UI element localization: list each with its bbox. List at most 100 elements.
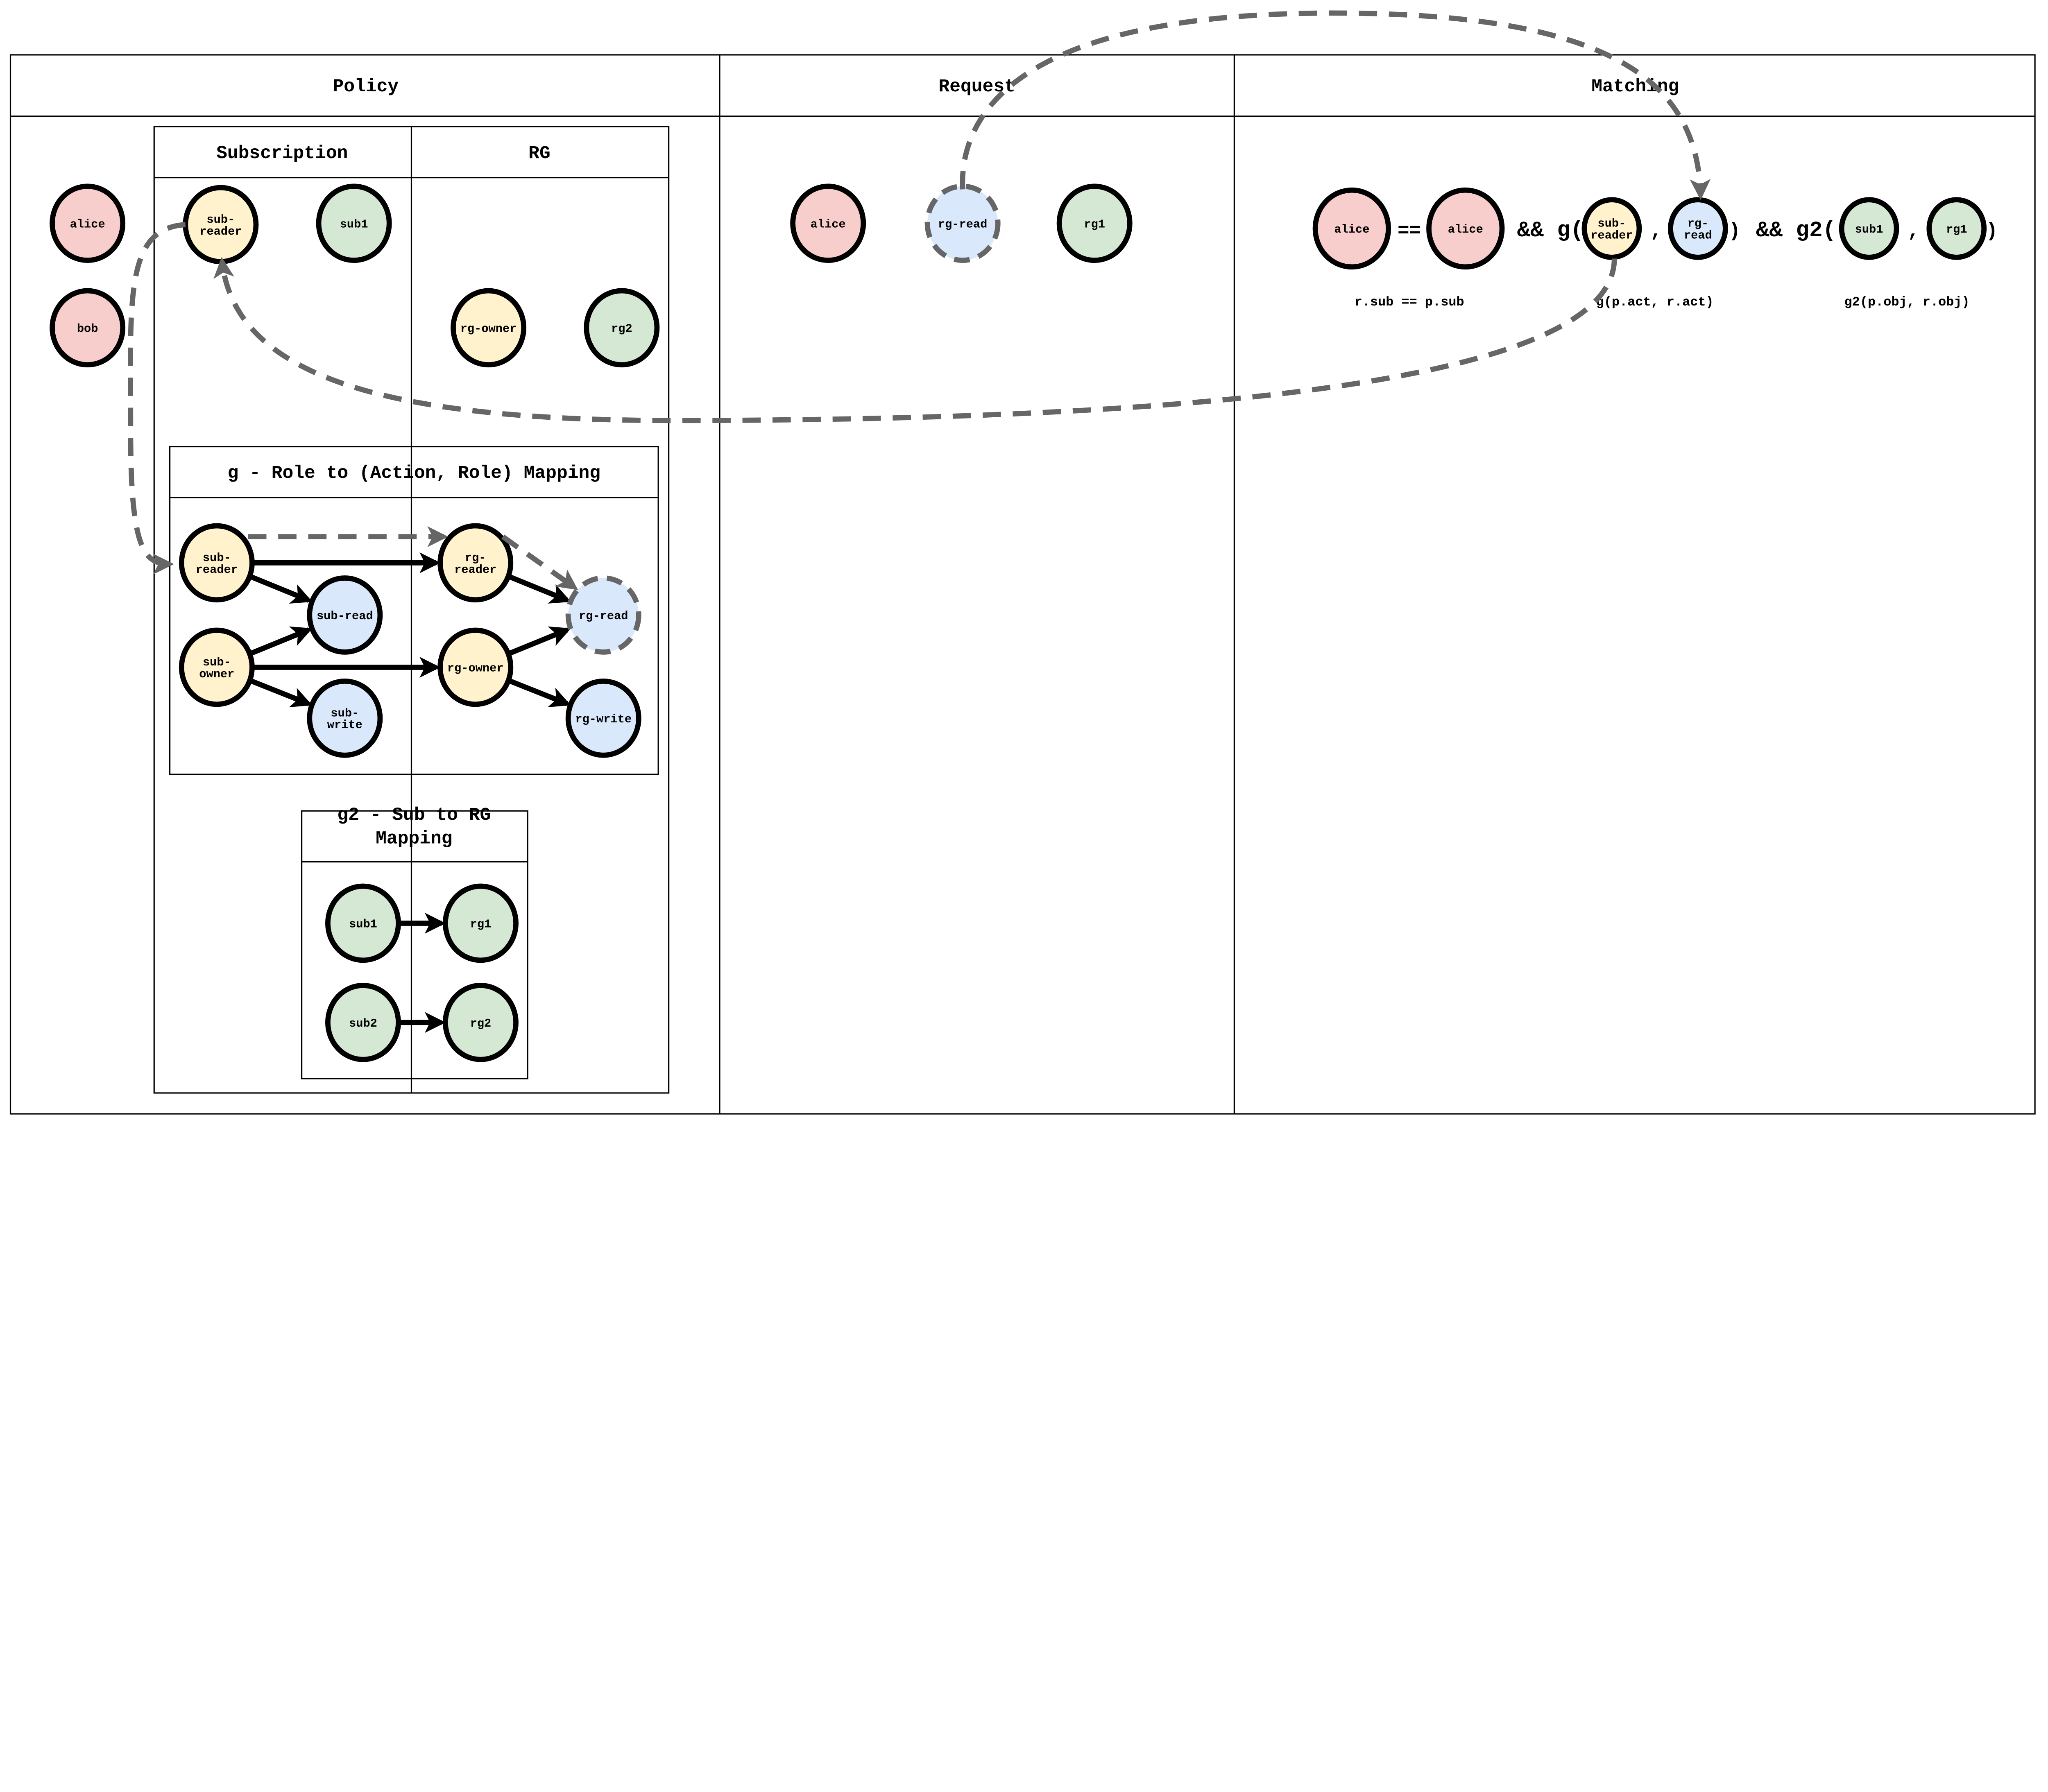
node-label: sub1 [340,217,368,231]
mapping-edge [249,626,313,656]
matching-caption: g2(p.obj, r.obj) [1844,294,1970,310]
dashed-flow-arrow [213,257,1617,423]
column-header-matching: Matching [1591,77,1679,97]
edges [249,552,571,1033]
node-label: sub2 [349,1017,377,1030]
g2-node: rg2 [442,983,519,1062]
role-node-shape [437,523,514,603]
resource-node-shape [1839,197,1899,260]
role-node-shape [437,627,514,707]
node-label: alice [70,217,105,231]
node-label: rg-read [938,217,988,231]
resource-node-shape [584,288,660,368]
user-node-shape [50,288,126,368]
flow-arrows [128,10,1711,590]
rg-node: rg-owner [451,288,527,368]
casbin-rbac-diagram: Policy Request Matching Subscription RG … [9,10,2036,1115]
g-node: rg-write [565,679,641,758]
node-label: sub-owner [199,656,234,681]
node-label: rg-read [1684,217,1712,242]
node-label: sub-reader [196,551,238,577]
action-node-shape [924,183,1001,263]
node-label: rg1 [1084,217,1105,231]
node-label: rg2 [470,1017,492,1030]
mapping-edge [249,678,313,708]
subscription-header: Subscription [216,143,348,164]
matching-operator: && g( [1517,218,1584,243]
node-label: bob [77,322,98,335]
rg-node: rg2 [584,288,660,368]
matching-caption: r.sub == p.sub [1355,294,1464,310]
resource-node-shape [442,883,519,963]
matching-operator: && g2( [1756,218,1836,243]
user-node-shape [1426,187,1505,270]
policy-user-alice: alice [50,183,126,263]
matching-operator: , [1908,220,1919,242]
nodes: alice bob sub-reader sub1 rg-owner rg2 sub-rea… [50,183,1987,1062]
resource-node-shape [442,983,519,1062]
resource-node-shape [1926,197,1987,260]
g-node: rg-read [565,575,641,655]
user-node-shape [1312,187,1391,270]
node-label: sub1 [1855,223,1883,236]
node-label: sub-read [317,609,373,623]
node-label: sub-write [327,707,362,732]
dashed-flow-arrow [128,222,186,575]
g-node: sub-owner [179,627,255,707]
mapping-edge [508,626,571,656]
action-node-shape [307,679,383,758]
g-node: rg-owner [437,627,514,707]
role-node-shape [1581,197,1642,260]
subscription-node: sub1 [316,183,392,263]
g2-node: rg1 [442,883,519,963]
g-title: g - Role to (Action, Role) Mapping [228,463,601,484]
dashed-flow-arrow [960,10,1711,200]
policy-user-bob: bob [50,288,126,368]
matching-operator: == [1398,220,1421,242]
g2-mapping-box [301,810,528,1079]
matching-node: rg-read [1668,197,1728,260]
mapping-edge [508,574,571,604]
resource-node-shape [316,183,392,263]
g-node: rg-reader [437,523,514,603]
matching-node: rg1 [1926,197,1987,260]
g-mapping-box [169,446,659,775]
resource-node-shape [325,883,401,963]
node-label: sub-reader [199,213,242,238]
dashed-flow-arrow [501,534,578,590]
matching-caption: g(p.act, r.act) [1596,294,1714,310]
mapping-edge [249,574,313,604]
action-node-shape [307,575,383,655]
matching-node: alice [1426,187,1505,270]
resource-node-shape [325,983,401,1062]
subscription-node: sub-reader [183,185,259,265]
rg-header: RG [528,143,551,164]
matching-node: alice [1312,187,1391,270]
node-label: alice [1334,223,1369,236]
matching-operator: ) [1986,220,1998,242]
g-node: sub-reader [179,523,255,603]
node-label: sub1 [349,918,377,931]
user-node-shape [790,183,866,263]
node-label: rg-owner [447,662,504,675]
g-node: sub-write [307,679,383,758]
node-label: alice [811,217,846,231]
action-node-shape [565,575,641,655]
node-label: rg-reader [454,551,496,577]
request-node: rg1 [1056,183,1133,263]
role-node-shape [451,288,527,368]
user-node-shape [50,183,126,263]
swimlane-frame [9,54,2036,1115]
node-label: rg-owner [460,322,517,335]
node-label: rg1 [470,918,492,931]
mapping-edge [508,678,571,708]
node-label: rg-write [575,713,632,726]
request-node: alice [790,183,866,263]
matching-operator: , [1650,220,1662,242]
matching-node: sub1 [1839,197,1899,260]
node-label: sub-reader [1590,217,1633,242]
resource-node-shape [1056,183,1133,263]
g-node: sub-read [307,575,383,655]
node-label: alice [1448,223,1483,236]
